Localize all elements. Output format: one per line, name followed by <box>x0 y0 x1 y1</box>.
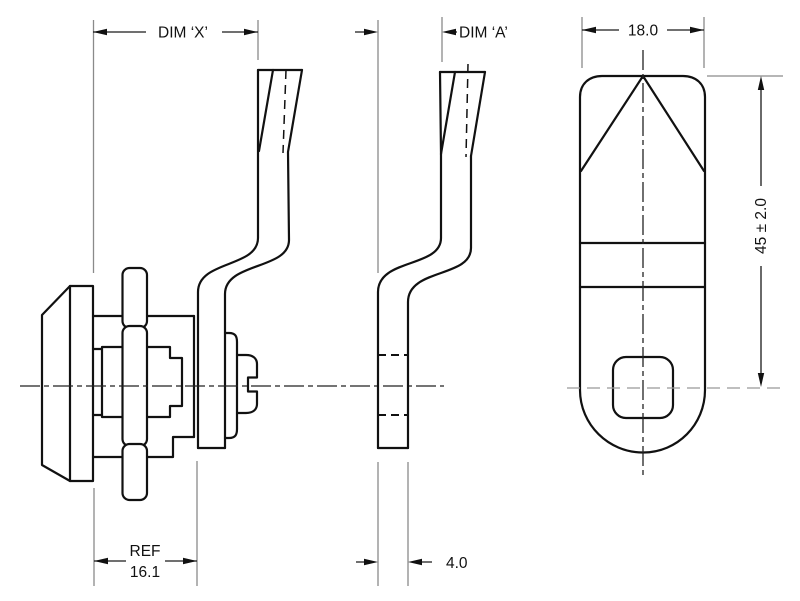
dim-a-annotation: DIM ‘A’ <box>355 25 508 42</box>
dimension-annotations: DIM ‘X’ DIM ‘A’ 18.0 45 ± 2.0 <box>92 17 783 586</box>
nut-facet-top <box>121 266 149 330</box>
profile-tip-centerline <box>465 63 469 158</box>
nut-facet-bottom <box>121 442 149 502</box>
dim-x-label: DIM ‘X’ <box>158 25 208 42</box>
profile-tip-fold-line <box>439 70 457 156</box>
cam-tip-centerline <box>282 69 287 154</box>
tip-fold-line-right <box>641 74 706 173</box>
arrowhead <box>244 28 258 36</box>
profile-left-edge <box>376 152 443 450</box>
tip-fold-line-left <box>579 74 645 173</box>
arrowhead <box>183 557 197 565</box>
ref-label: REF <box>130 543 161 560</box>
dim-x-annotation: DIM ‘X’ <box>93 25 258 42</box>
cam-length-label: 45 ± 2.0 <box>753 198 770 254</box>
arrowhead <box>582 26 596 34</box>
dim-a-label: DIM ‘A’ <box>459 25 508 42</box>
cam-length-annotation: 45 ± 2.0 <box>753 76 770 387</box>
cam-width-label: 18.0 <box>628 23 659 40</box>
cam-thickness-label: 4.0 <box>446 555 468 572</box>
slotted-screw-head <box>235 353 259 415</box>
cam-thickness-annotation: 4.0 <box>356 555 468 572</box>
cam-strap-right-edge <box>223 68 304 450</box>
profile-tip-left-edge <box>438 70 443 156</box>
cam-tip-fold-line <box>257 68 275 153</box>
arrowhead <box>757 76 765 90</box>
arrowhead <box>94 557 108 565</box>
bezel-outline <box>40 284 95 483</box>
ref-length-annotation: REF 16.1 <box>94 543 197 581</box>
arrowhead <box>408 558 422 566</box>
cam-width-annotation: 18.0 <box>582 23 704 40</box>
arrowhead <box>757 373 765 387</box>
ref-value: 16.1 <box>130 564 160 581</box>
cam-face-view <box>567 50 783 478</box>
arrowhead <box>364 28 378 36</box>
arrowhead <box>442 28 456 36</box>
lock-assembly-side-view <box>20 68 444 502</box>
profile-right-edge <box>406 154 473 450</box>
arrowhead <box>690 26 704 34</box>
cam-strap-left-edge <box>196 68 260 450</box>
profile-tip-right-edge <box>469 70 487 158</box>
arrowhead <box>364 558 378 566</box>
arrowhead <box>93 28 107 36</box>
cam-profile-view <box>376 63 487 450</box>
